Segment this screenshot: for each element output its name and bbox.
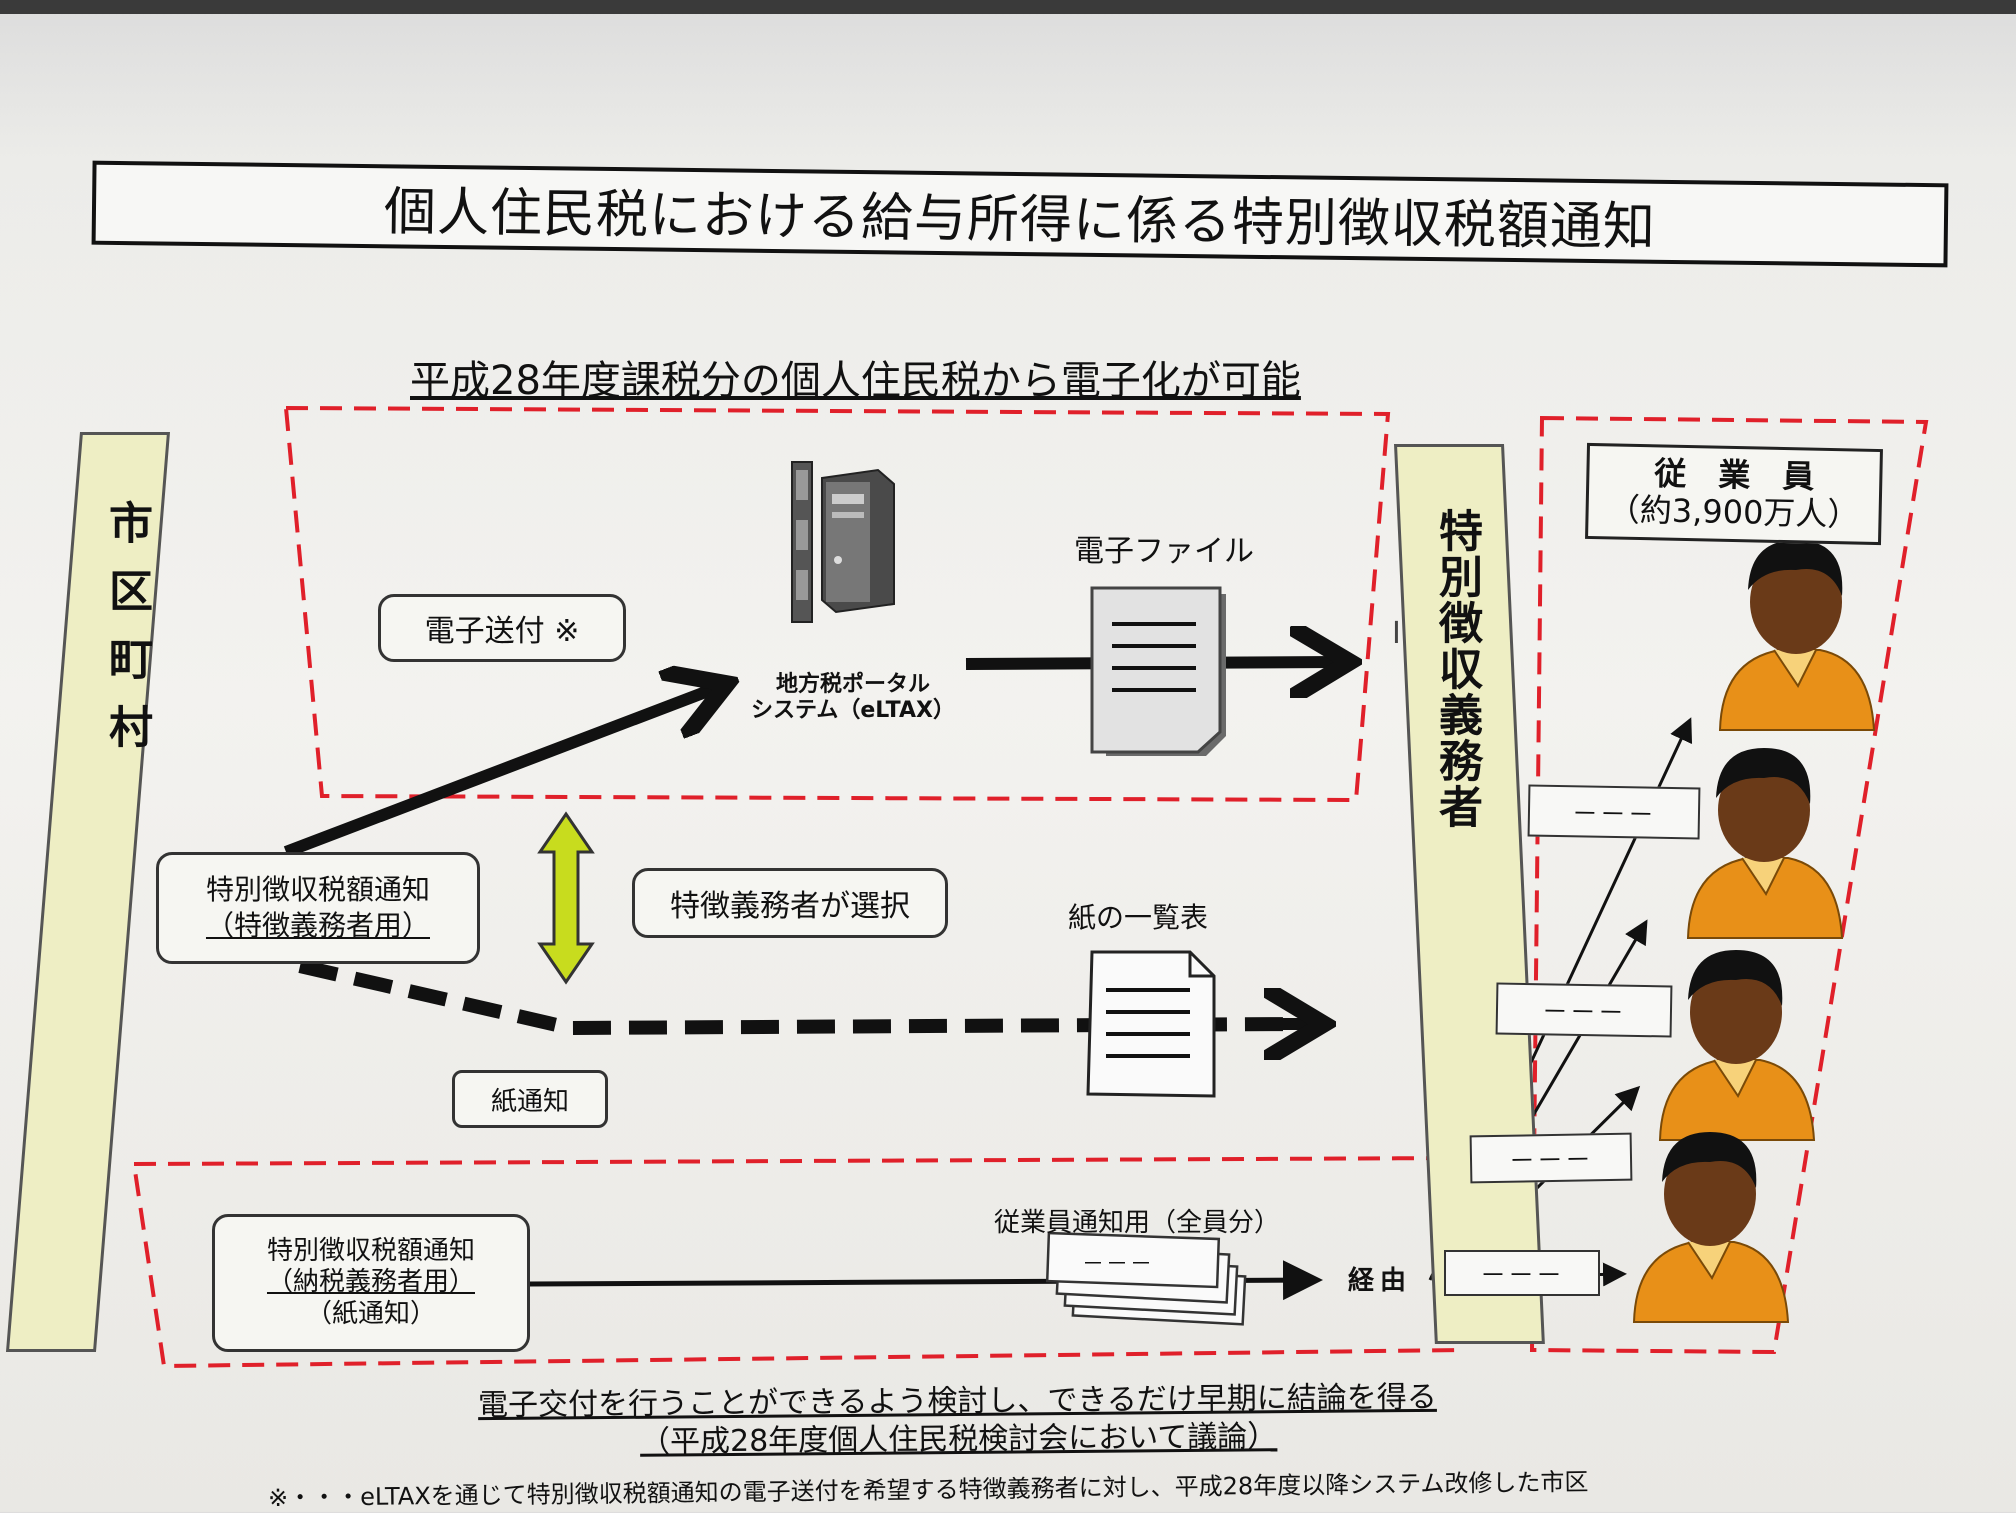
notice-obligor-line1: 特別徴収税額通知: [205, 872, 430, 906]
notice-taxpayer-line1: 特別徴収税額通知: [266, 1236, 475, 1267]
employee-person-icon-4: [1632, 1132, 1790, 1323]
portal-label-line1: 地方税ポータル: [775, 672, 930, 697]
employee-person-icon-1: [1718, 540, 1876, 731]
employee-notice-label: 従業員通知用（全員分）: [994, 1208, 1281, 1238]
arrow-paper-list: [298, 959, 1301, 1036]
stacked-notices-icon: [1045, 1231, 1247, 1326]
notice-slip-2: －－－: [1495, 982, 1673, 1038]
employee-region: [1529, 415, 1929, 1355]
footer-discussion: （平成28年度個人住民税検討会において議論）: [639, 1419, 1278, 1460]
electronic-region: [283, 405, 1391, 803]
notice-slip-3-text: －－－: [1508, 1144, 1594, 1177]
employees-box: 従 業 員 （約3,900万人）: [1585, 442, 1883, 546]
choice-callout: 特徴義務者が選択: [632, 868, 948, 938]
notice-slip-1: －－－: [1527, 784, 1701, 840]
employee-person-icon-3: [1658, 950, 1816, 1141]
notice-obligor-box: 特別徴収税額通知 （特徴義務者用）: [156, 852, 480, 964]
choice-double-arrow: [537, 811, 595, 985]
notice-taxpayer-line2: （納税義務者用）: [266, 1267, 475, 1298]
notice-slip-4: －－－: [1444, 1250, 1600, 1296]
employee-person-icon-2: [1686, 748, 1844, 939]
notice-taxpayer-line3: （紙通知）: [305, 1298, 436, 1329]
electronic-file-label: 電子ファイル: [1074, 534, 1254, 569]
notice-slip-2-text: －－－: [1541, 996, 1627, 1029]
notice-taxpayer-box: 特別徴収税額通知 （納税義務者用） （紙通知）: [212, 1214, 530, 1352]
electronic-send-label: 電子送付 ※: [424, 614, 580, 649]
municipality-label: 市区町村: [101, 500, 152, 772]
paper-notice-label: 紙通知: [490, 1086, 569, 1117]
employees-count: （約3,900万人）: [1607, 490, 1860, 534]
text-cursor-icon: I: [1392, 616, 1401, 651]
obligor-label: 特別徴収義務者: [1431, 508, 1482, 830]
server-icon: [791, 461, 895, 623]
paper-list-label: 紙の一覧表: [1068, 901, 1209, 934]
arrow-to-portal: [283, 688, 716, 858]
notice-obligor-line2: （特徴義務者用）: [205, 909, 430, 942]
electronic-file-icon: [1090, 586, 1226, 756]
subtitle: 平成28年度課税分の個人住民税から電子化が可能: [410, 358, 1301, 404]
notice-slip-1-text: －－－: [1571, 798, 1657, 831]
electronic-send-box: 電子送付 ※: [378, 594, 626, 662]
stacked-notice-top-text: －－－: [1082, 1252, 1155, 1277]
taxpayer-notice-region: [131, 1155, 1469, 1369]
screen-top-edge: [0, 0, 2016, 14]
notice-slip-3: －－－: [1469, 1132, 1633, 1184]
paper-notice-box: 紙通知: [452, 1070, 608, 1128]
portal-label-line2: システム（eLTAX）: [751, 698, 955, 724]
via-label: 経由: [1348, 1266, 1413, 1296]
choice-label: 特徴義務者が選択: [670, 889, 910, 924]
paper-list-icon: [1086, 950, 1216, 1098]
employees-label: 従 業 員: [1653, 454, 1815, 496]
portal-label: 地方税ポータル システム（eLTAX）: [748, 672, 958, 725]
notice-slip-4-text: －－－: [1479, 1260, 1564, 1291]
